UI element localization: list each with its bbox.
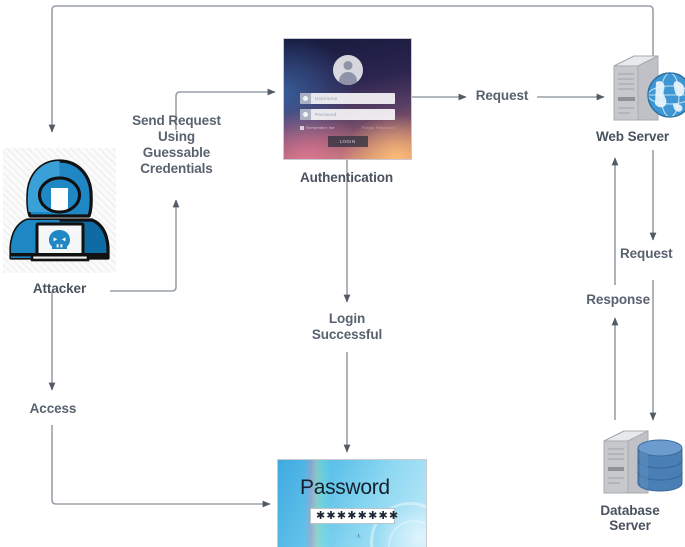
cursor-icon: ⋏ xyxy=(356,533,362,540)
edge-label-response-from-database: Response xyxy=(586,292,650,307)
remember-me-checkbox[interactable]: Remember me xyxy=(300,125,335,130)
password-placeholder: Password xyxy=(315,112,337,117)
auth-options-row: Remember me Forgot Password xyxy=(300,124,395,131)
web-server-node[interactable] xyxy=(600,48,685,128)
database-server-cylinder-icon xyxy=(603,430,683,494)
password-field[interactable]: Password xyxy=(300,109,395,120)
web-server-label: Web Server xyxy=(595,129,670,144)
password-node[interactable]: Password ✱✱✱✱✱✱✱✱ ⋏ xyxy=(277,459,427,547)
lock-icon xyxy=(300,109,311,120)
edge-label-access: Access xyxy=(29,401,77,416)
password-title: Password xyxy=(300,476,390,499)
web-server-globe-icon xyxy=(613,55,685,121)
checkbox-icon xyxy=(300,125,304,130)
attacker-node[interactable] xyxy=(3,148,116,273)
authentication-label: Authentication xyxy=(299,170,394,185)
forgot-password-link[interactable]: Forgot Password xyxy=(361,125,395,130)
user-avatar-icon xyxy=(332,55,363,85)
hacker-hoodie-laptop-skull-icon xyxy=(9,159,110,262)
authentication-node[interactable]: Username Password Remember me Forgot Pas… xyxy=(283,38,412,160)
username-field[interactable]: Username xyxy=(300,93,395,104)
login-button[interactable]: LOGIN xyxy=(327,136,368,147)
edge-label-send-request: Send Request Using Guessable Credentials xyxy=(132,113,221,176)
edge-label-request-to-database: Request xyxy=(620,246,673,261)
database-server-label: Database Server xyxy=(600,503,660,533)
user-icon xyxy=(300,93,311,104)
username-placeholder: Username xyxy=(315,96,338,101)
database-server-node[interactable] xyxy=(592,425,685,501)
edge-attacker-to-auth-up xyxy=(110,199,180,292)
attacker-label: Attacker xyxy=(32,281,87,296)
password-masked-input[interactable]: ✱✱✱✱✱✱✱✱ xyxy=(310,508,398,524)
remember-me-label: Remember me xyxy=(306,125,335,130)
password-masked-value: ✱✱✱✱✱✱✱✱ xyxy=(316,509,400,522)
edge-label-request-to-webserver: Request xyxy=(475,88,529,103)
edge-access-to-password xyxy=(51,425,271,508)
edge-label-login-successful: Login Successful xyxy=(311,311,383,342)
